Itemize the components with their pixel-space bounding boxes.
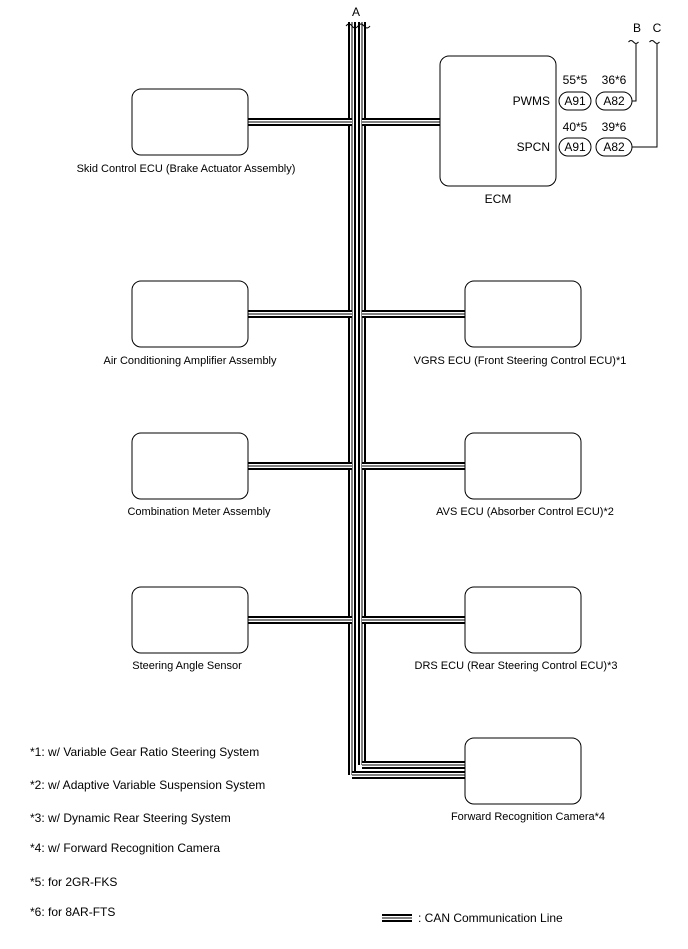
ecm-pin-spcn-num-b: 39*6 [602, 120, 627, 134]
legend: : CAN Communication Line [382, 911, 563, 925]
avs-ecu-label: AVS ECU (Absorber Control ECU)*2 [436, 506, 614, 518]
can-branches [248, 118, 465, 779]
footnotes: *1: w/ Variable Gear Ratio Steering Syst… [30, 745, 265, 919]
steering-angle-sensor-box [131, 586, 249, 654]
skid-control-ecu-box [131, 88, 249, 156]
air-conditioning-amplifier-box [131, 280, 249, 348]
ecm-connector-a91-pwms-label: A91 [564, 94, 586, 108]
ecm-pin-spcn-label: SPCN [517, 140, 550, 154]
terminal-c-break-icon [649, 40, 660, 44]
ecm-connector-a82-pwms-label: A82 [603, 94, 625, 108]
combination-meter-box [131, 432, 249, 500]
combination-meter-label: Combination Meter Assembly [127, 506, 271, 518]
ecm-connector-a91-spcn [558, 137, 592, 157]
right-ecu-column: VGRS ECU (Front Steering Control ECU)*1 … [414, 280, 627, 823]
drs-ecu-label: DRS ECU (Rear Steering Control ECU)*3 [415, 660, 618, 672]
ecm-block: ECM PWMS 55*5 36*6 A91 A82 SPCN 40*5 39*… [439, 21, 662, 206]
vgrs-ecu-box [464, 280, 582, 348]
ecm-pin-pwms-num-a: 55*5 [563, 73, 588, 87]
terminal-c-label: C [653, 21, 662, 35]
ecm-label: ECM [485, 192, 512, 206]
footnote-6: *6: for 8AR-FTS [30, 905, 115, 919]
wire-pwms-to-b [632, 44, 637, 102]
left-ecu-column: Skid Control ECU (Brake Actuator Assembl… [77, 88, 296, 672]
legend-label: : CAN Communication Line [418, 911, 563, 925]
ecm-pin-spcn-num-a: 40*5 [563, 120, 588, 134]
footnote-4: *4: w/ Forward Recognition Camera [30, 841, 220, 855]
forward-recognition-camera-label: Forward Recognition Camera*4 [451, 811, 605, 823]
footnote-2: *2: w/ Adaptive Variable Suspension Syst… [30, 778, 265, 792]
drs-ecu-box [464, 586, 582, 654]
ecm-connector-a91-pwms [558, 91, 592, 111]
vgrs-ecu-label: VGRS ECU (Front Steering Control ECU)*1 [414, 355, 627, 367]
skid-control-ecu-label: Skid Control ECU (Brake Actuator Assembl… [77, 163, 296, 175]
forward-recognition-camera-box [464, 737, 582, 805]
footnote-5: *5: for 2GR-FKS [30, 875, 117, 889]
terminal-b-label: B [633, 21, 641, 35]
ecm-connector-a82-spcn-label: A82 [603, 140, 625, 154]
ecm-box [439, 55, 557, 187]
can-main-bus [345, 22, 371, 775]
steering-angle-sensor-label: Steering Angle Sensor [132, 660, 242, 672]
terminal-b-break-icon [628, 40, 639, 44]
footnote-3: *3: w/ Dynamic Rear Steering System [30, 811, 231, 825]
bus-break-icon [345, 23, 371, 29]
bus-label-a: A [352, 5, 360, 19]
ecm-pin-pwms-num-b: 36*6 [602, 73, 627, 87]
avs-ecu-box [464, 432, 582, 500]
wire-spcn-to-c [632, 44, 658, 148]
air-conditioning-amplifier-label: Air Conditioning Amplifier Assembly [103, 355, 277, 367]
ecm-pin-pwms-label: PWMS [513, 94, 550, 108]
footnote-1: *1: w/ Variable Gear Ratio Steering Syst… [30, 745, 259, 759]
ecm-connector-a91-spcn-label: A91 [564, 140, 586, 154]
